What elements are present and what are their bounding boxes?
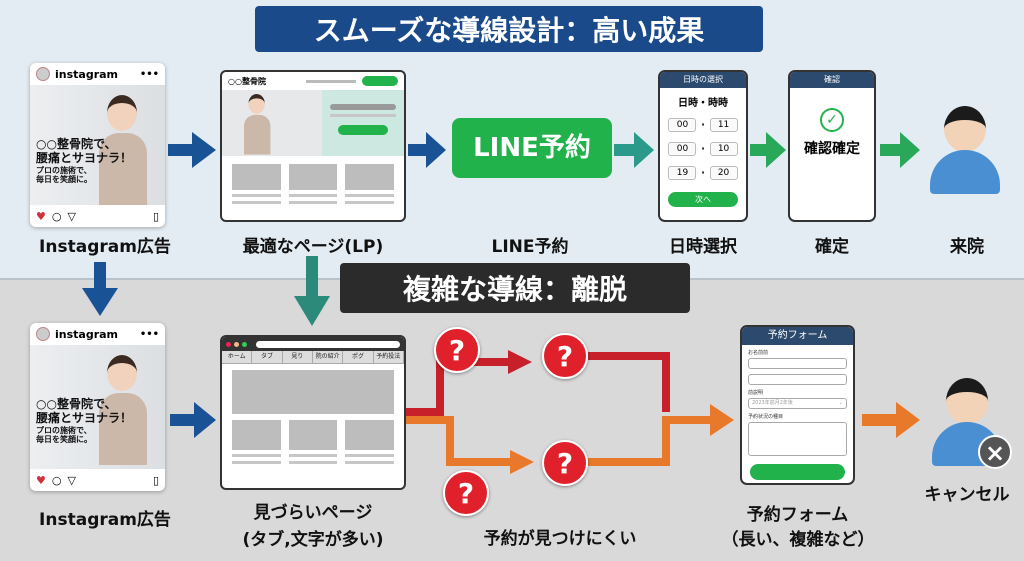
confirm-text: 確認確定	[804, 141, 860, 157]
lp-cta	[362, 76, 398, 86]
label-datetime: 日時選択	[669, 237, 737, 257]
question-icon: ?	[542, 333, 588, 379]
arrow-ig-to-page	[170, 402, 216, 438]
time-field[interactable]: 11	[709, 117, 738, 132]
time-field[interactable]: 00	[668, 141, 697, 156]
ad-subtext: プロの施術で、	[36, 425, 92, 435]
arrow-form-to-cancel	[862, 402, 920, 438]
label-instagram-ad: Instagram広告	[39, 237, 171, 257]
label-cluttered-page-note: (タブ,文字が多い)	[242, 530, 384, 550]
label-instagram-ad: Instagram広告	[39, 510, 171, 530]
label-line: LINE予約	[491, 237, 569, 257]
label-confirm: 確定	[815, 237, 849, 257]
label-cluttered-page: 見づらいページ	[253, 503, 373, 523]
arrow-down-ig	[82, 262, 118, 316]
address-bar	[256, 340, 400, 348]
nav-tab[interactable]: ポグ	[343, 351, 374, 363]
label-form-note: （長い、複雑など）	[721, 530, 875, 550]
cancel-x-icon: ×	[978, 435, 1012, 469]
more-icon: •••	[139, 68, 159, 80]
name-input[interactable]	[748, 358, 847, 369]
next-button[interactable]: 次へ	[668, 192, 738, 207]
lp-logo: ○○整骨院	[228, 76, 266, 86]
share-icon: ▽	[67, 209, 76, 223]
label-lp: 最適なページ(LP)	[242, 237, 384, 257]
ad-subtext: プロの施術で、	[36, 165, 92, 175]
datetime-phone: 日時の選択 日時・時時 00·11 00·10 19·20 次へ	[658, 70, 748, 222]
nav-tab[interactable]: タブ	[252, 351, 283, 363]
time-field[interactable]: 20	[709, 165, 738, 180]
label-hard-to-find: 予約が見つけにくい	[483, 529, 637, 549]
bottom-title: 複雑な導線：離脱	[340, 263, 690, 313]
nav-tab[interactable]: 院の紹介	[313, 351, 344, 363]
arrow-lp-to-line	[408, 132, 446, 168]
comment-icon: ○	[51, 473, 62, 487]
time-field[interactable]: 10	[709, 141, 738, 156]
select-value: 2023年前月2年後	[752, 400, 793, 406]
nav-tab[interactable]: 見り	[283, 351, 313, 363]
arrow-line-to-date	[614, 132, 654, 168]
account-name: instagram	[55, 67, 119, 81]
date-select[interactable]: 2023年前月2年後 ⌄	[748, 398, 847, 409]
ad-headline: ○○整骨院で、	[36, 137, 117, 151]
nav-tab[interactable]: ホーム	[222, 351, 253, 363]
confirm-phone: 確認 ✓ 確認確定	[788, 70, 876, 222]
arrow-confirm-to-visit	[880, 132, 920, 168]
submit-button[interactable]	[750, 464, 845, 480]
phone-header: 確認	[790, 72, 874, 88]
woman-photo	[99, 355, 147, 465]
field-label: お名前前	[748, 350, 769, 356]
cluttered-page-mock: ホームタブ見り院の紹介ポグ予約投法	[220, 335, 406, 490]
ad-subtext: 毎日を笑顔に。	[36, 175, 92, 185]
question-icon: ?	[443, 470, 489, 516]
share-icon: ▽	[67, 473, 76, 487]
instagram-ad-card: instagram ••• ○○整骨院で、腰痛とサヨナラ！プロの施術で、毎日を笑顔…	[30, 323, 165, 491]
nav-tab[interactable]: 予約投法	[374, 351, 404, 363]
line-reserve-button[interactable]: LINE予約	[452, 118, 612, 178]
ad-headline: 腰痛とサヨナラ！	[36, 411, 133, 426]
path-orange	[406, 416, 712, 466]
avatar	[36, 67, 50, 81]
account-name: instagram	[55, 327, 119, 341]
field-label: 前説明	[748, 390, 764, 396]
time-field[interactable]: 19	[668, 165, 697, 180]
bookmark-icon: ▯	[152, 209, 159, 223]
ad-subtext: 毎日を笑顔に。	[36, 435, 92, 445]
heart-icon: ♥	[36, 209, 46, 223]
avatar	[36, 327, 50, 341]
phone-header: 日時の選択	[660, 72, 746, 88]
check-icon: ✓	[820, 108, 844, 132]
ad-headline: ○○整骨院で、	[36, 397, 117, 411]
time-field[interactable]: 00	[668, 117, 697, 132]
more-icon: •••	[139, 328, 159, 340]
notes-textarea[interactable]	[748, 422, 847, 456]
bookmark-icon: ▯	[152, 473, 159, 487]
chevron-down-icon: ⌄	[838, 400, 843, 406]
question-icon: ?	[542, 440, 588, 486]
field-label: 予約状況の種目	[748, 414, 784, 420]
name-input-2[interactable]	[748, 374, 847, 385]
datetime-title: 日時・時時	[678, 98, 728, 109]
ad-headline: 腰痛とサヨナラ！	[36, 151, 133, 166]
question-icon: ?	[434, 327, 480, 373]
landing-page-mock: ○○整骨院	[220, 70, 406, 222]
arrow-down-lp	[294, 256, 330, 326]
label-form: 予約フォーム	[746, 505, 849, 525]
person-icon	[930, 106, 1000, 194]
woman-photo	[99, 95, 147, 205]
label-cancel: キャンセル	[924, 485, 1010, 505]
comment-icon: ○	[51, 209, 62, 223]
arrow-ig-to-lp	[168, 132, 216, 168]
phone-header: 予約フォーム	[742, 327, 853, 345]
label-visit: 来院	[950, 237, 984, 257]
instagram-ad-card: instagram ••• ○○整骨院で、腰痛とサヨナラ！プロの施術で、毎日を笑顔…	[30, 63, 165, 227]
reservation-form-phone: 予約フォーム お名前前 前説明 2023年前月2年後 ⌄ 予約状況の種目	[740, 325, 855, 485]
top-title: スムーズな導線設計：高い成果	[255, 6, 763, 52]
arrow-date-to-confirm	[750, 132, 786, 168]
heart-icon: ♥	[36, 473, 46, 487]
